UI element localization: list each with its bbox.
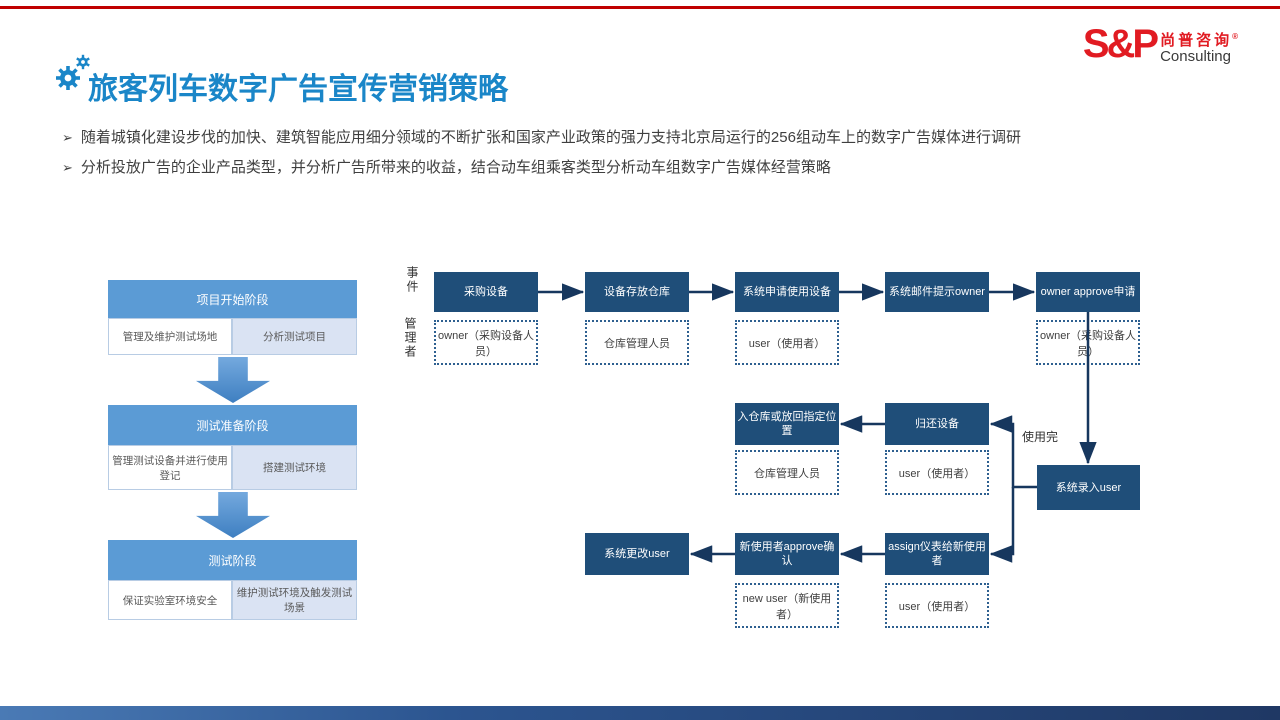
top-accent-bar	[0, 6, 1280, 9]
bullet-item: ➢ 分析投放广告的企业产品类型，并分析广告所带来的收益，结合动车组乘客类型分析动车…	[62, 153, 1021, 183]
stage-cell: 管理及维护测试场地	[108, 318, 232, 355]
stage-cell: 管理测试设备并进行使用登记	[108, 445, 232, 490]
down-block-arrow-icon	[196, 357, 270, 403]
manager-box: owner（采购设备人员）	[1036, 320, 1140, 365]
bullet-item: ➢ 随着城镇化建设步伐的加快、建筑智能应用细分领域的不断扩张和国家产业政策的强力支…	[62, 123, 1021, 153]
bullet-arrow-icon: ➢	[62, 160, 73, 175]
stage-header: 测试阶段	[108, 540, 357, 580]
stage-cell: 分析测试项目	[232, 318, 357, 355]
manager-box: owner（采购设备人员）	[434, 320, 538, 365]
stage-header: 项目开始阶段	[108, 280, 357, 318]
stage-cell: 搭建测试环境	[232, 445, 357, 490]
bullet-list: ➢ 随着城镇化建设步伐的加快、建筑智能应用细分领域的不断扩张和国家产业政策的强力支…	[62, 123, 1021, 183]
manager-box: user（使用者）	[885, 583, 989, 628]
gear-icon	[56, 54, 90, 90]
row-label-managers: 管理者	[403, 317, 417, 359]
row-label-events: 事件	[405, 266, 419, 294]
bullet-text: 分析投放广告的企业产品类型，并分析广告所带来的收益，结合动车组乘客类型分析动车组…	[80, 159, 831, 176]
down-block-arrow-icon	[196, 492, 270, 538]
company-logo: S&P 尚普咨询® Consulting	[1082, 22, 1238, 66]
event-box: assign仪表给新使用者	[885, 533, 989, 575]
logo-chinese-name: 尚普咨询®	[1160, 29, 1238, 49]
event-box: 系统更改user	[585, 533, 689, 575]
edge-label: 使用完	[1022, 430, 1059, 444]
manager-box: 仓库管理人员	[585, 320, 689, 365]
bullet-text: 随着城镇化建设步伐的加快、建筑智能应用细分领域的不断扩张和国家产业政策的强力支持…	[80, 129, 1021, 146]
logo-text-block: 尚普咨询® Consulting	[1160, 29, 1238, 65]
logo-cn-text: 尚普咨询	[1160, 32, 1233, 49]
registered-mark: ®	[1232, 32, 1238, 41]
manager-box: new user（新使用者）	[735, 583, 839, 628]
event-box: 新使用者approve确认	[735, 533, 839, 575]
page-title: 旅客列车数字广告宣传营销策略	[88, 73, 508, 106]
event-box: 系统录入user	[1037, 465, 1140, 510]
event-box: owner approve申请	[1036, 272, 1140, 312]
bullet-arrow-icon: ➢	[62, 130, 73, 145]
event-box: 入仓库或放回指定位置	[735, 403, 839, 445]
manager-box: user（使用者）	[735, 320, 839, 365]
event-box: 系统邮件提示owner	[885, 272, 989, 312]
stage-cell: 保证实验室环境安全	[108, 580, 232, 620]
event-box: 系统申请使用设备	[735, 272, 839, 312]
process-flow-diagram: 事件 管理者 采购设备 设备存放仓库 系统申请使用设备 系统邮件提示owner …	[395, 255, 1185, 650]
event-box: 设备存放仓库	[585, 272, 689, 312]
manager-box: user（使用者）	[885, 450, 989, 495]
logo-sp-text: S&P	[1082, 22, 1159, 66]
logo-english-name: Consulting	[1160, 48, 1231, 65]
stage-cell: 维护测试环境及触发测试场景	[232, 580, 357, 620]
bottom-accent-bar	[0, 706, 1280, 720]
manager-box: 仓库管理人员	[735, 450, 839, 495]
event-box: 采购设备	[434, 272, 538, 312]
stage-header: 测试准备阶段	[108, 405, 357, 445]
stage-flow-diagram: 项目开始阶段 管理及维护测试场地 分析测试项目 测试准备阶段 管理测试设备并进行…	[108, 280, 357, 620]
event-box: 归还设备	[885, 403, 989, 445]
